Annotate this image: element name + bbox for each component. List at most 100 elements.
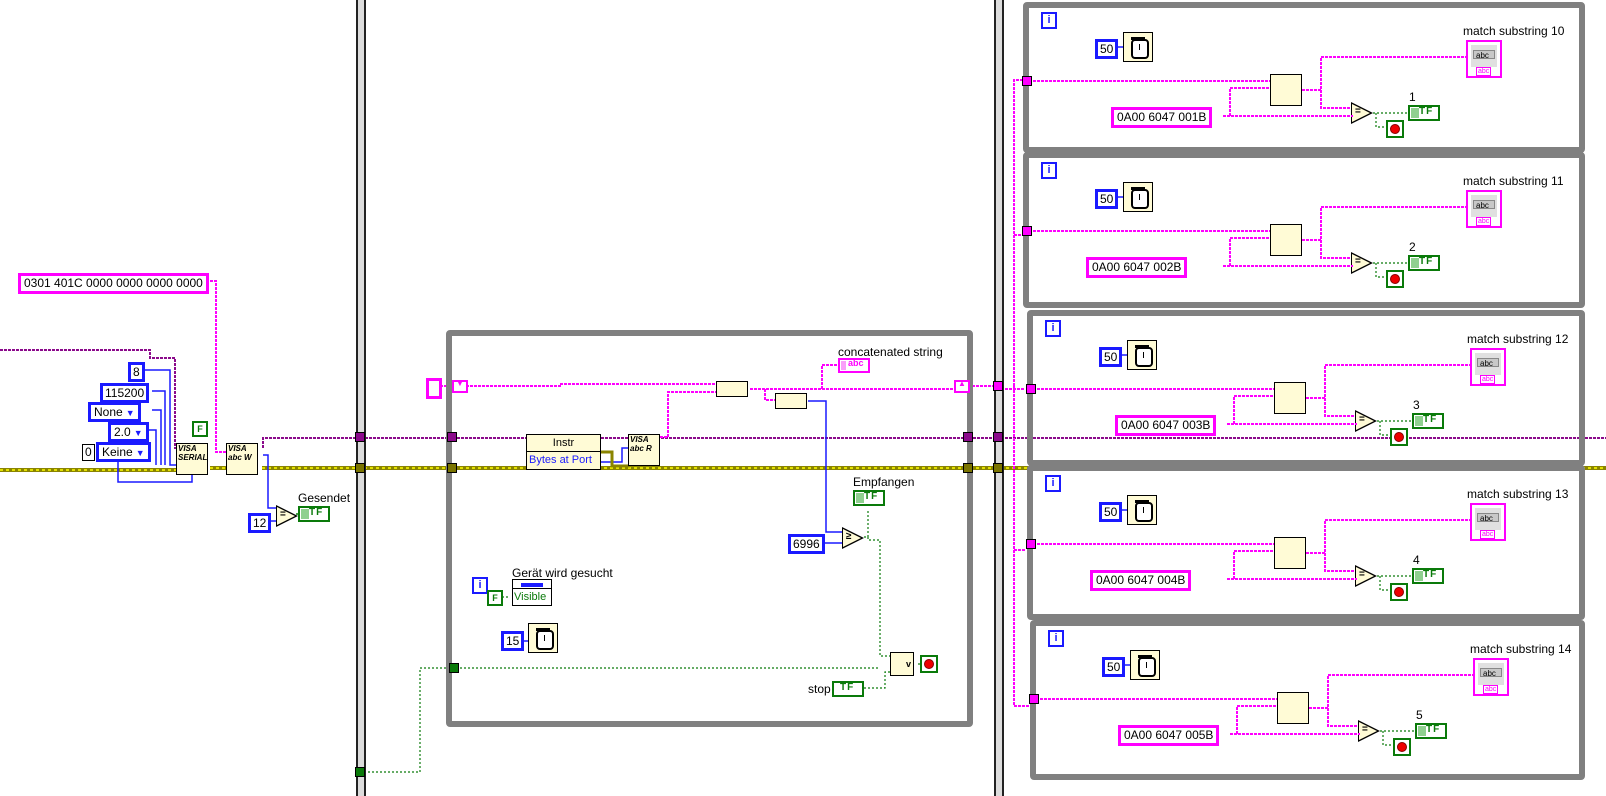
string-tunnel [993, 381, 1003, 391]
match-pattern-constant[interactable]: 0A00 6047 002B [1086, 257, 1188, 278]
loop-stop-terminal[interactable] [1393, 738, 1411, 756]
equal-compare-node[interactable]: = [1351, 252, 1373, 274]
tf-text: TF [864, 491, 879, 502]
property-bytes-at-port[interactable]: Bytes at Port [529, 454, 592, 466]
search-label: Gerät wird gesucht [512, 566, 613, 580]
match-pattern-node[interactable] [1277, 692, 1309, 724]
visa-read-node[interactable]: VISA abc R [628, 434, 660, 466]
equal-op: = [1359, 569, 1365, 580]
wait-50-constant[interactable]: 50 [1099, 347, 1123, 367]
visa-read-label: VISA abc R [630, 435, 652, 453]
chevron-down-icon: ▼ [135, 448, 145, 458]
visa-write-node[interactable]: VISA abc W [226, 443, 258, 475]
match-substring-label: match substring 11 [1463, 174, 1564, 188]
array-type-label: abc [1480, 530, 1496, 539]
visible-property-node[interactable]: Visible [512, 579, 552, 606]
loop-stop-terminal[interactable] [1386, 270, 1404, 288]
match-bool-indicator: TF [1415, 723, 1447, 739]
array-cell: abc [1473, 50, 1495, 60]
match-pattern-node[interactable] [1274, 537, 1306, 569]
numeric-wire [263, 454, 276, 509]
match-substring-label: match substring 10 [1463, 24, 1565, 38]
chevron-down-icon: ▼ [133, 428, 143, 438]
wait-50-constant[interactable]: 50 [1102, 657, 1126, 677]
match-pattern-node[interactable] [1270, 74, 1302, 106]
match-substring-indicator: abc abc [1470, 503, 1506, 541]
received-label: Empfangen [853, 475, 915, 489]
concatenated-string-label: concatenated string [838, 345, 943, 359]
loop-stop-terminal[interactable] [1386, 120, 1404, 138]
array-type-label: abc [1476, 217, 1492, 226]
match-pattern-node[interactable] [1274, 382, 1306, 414]
string-length-node[interactable] [775, 393, 807, 409]
match-pattern-constant[interactable]: 0A00 6047 005B [1118, 725, 1220, 746]
wait-50-constant[interactable]: 50 [1099, 502, 1123, 522]
boolean-tunnel [355, 767, 365, 777]
equal-compare-node[interactable]: = [1351, 102, 1373, 124]
match-pattern-constant[interactable]: 0A00 6047 001B [1111, 107, 1213, 128]
equal-compare-node[interactable]: = [1355, 565, 1377, 587]
wait-ms-node[interactable] [1127, 340, 1157, 370]
indicator-arrow-icon [1418, 726, 1426, 736]
watch-icon [1135, 345, 1153, 367]
shift-register-right: ▲ [954, 379, 970, 393]
equal-op: = [1355, 106, 1361, 117]
visa-label: VISA SERIAL [178, 444, 208, 462]
shift-register-left: ▼ [452, 379, 468, 393]
boolean-tunnel [449, 663, 459, 673]
flow-control-value: Keine [102, 445, 133, 459]
progress-bar-icon [521, 583, 543, 587]
expected-count-constant[interactable]: 12 [248, 513, 272, 533]
or-node[interactable]: v [890, 652, 914, 676]
loop-stop-terminal[interactable] [1390, 428, 1408, 446]
concatenate-strings-node[interactable] [716, 381, 748, 397]
watch-icon [1135, 500, 1153, 522]
property-node[interactable]: Instr Bytes at Port [526, 434, 601, 470]
wait-ms-node[interactable] [1123, 32, 1153, 62]
array-cell: abc [1477, 513, 1499, 523]
indicator-arrow-icon [1415, 416, 1423, 426]
greater-equal-node[interactable]: ≥ [842, 527, 864, 549]
wait-ms-node[interactable] [1130, 650, 1160, 680]
equal-compare-node[interactable]: = [1355, 410, 1377, 432]
stop-bits-enum[interactable]: 2.0▼ [108, 422, 149, 442]
equal-compare-node[interactable]: = [1358, 720, 1380, 742]
wait-ms-node[interactable] [528, 623, 558, 653]
or-op: v [905, 659, 911, 669]
tf-text: TF [1419, 106, 1434, 117]
empty-string-constant[interactable] [426, 378, 442, 399]
match-pattern-node[interactable] [1270, 224, 1302, 256]
visa-configure-serial-node[interactable]: VISA SERIAL [176, 443, 208, 475]
wait-ms-node[interactable] [1123, 182, 1153, 212]
visible-property[interactable]: Visible [514, 591, 547, 603]
array-cell: abc [1480, 668, 1502, 678]
length-threshold-constant[interactable]: 6996 [788, 534, 825, 554]
string-tunnel [1029, 694, 1039, 704]
flow-control-enum[interactable]: Keine▼ [96, 442, 151, 462]
data-bits-constant[interactable]: 8 [128, 362, 145, 382]
wait-15-constant[interactable]: 15 [501, 631, 525, 651]
visible-false-constant[interactable]: F [487, 590, 503, 606]
stop-button-control[interactable]: TF [832, 681, 864, 697]
match-pattern-constant[interactable]: 0A00 6047 004B [1090, 570, 1192, 591]
loop-stop-terminal[interactable] [920, 655, 938, 673]
iteration-terminal: i [472, 577, 488, 594]
indicator-arrow-icon [1411, 258, 1419, 268]
termination-false-constant[interactable]: F [192, 421, 208, 437]
wait-ms-node[interactable] [1127, 495, 1157, 525]
wait-50-constant[interactable]: 50 [1095, 39, 1119, 59]
wait-50-constant[interactable]: 50 [1095, 189, 1119, 209]
match-pattern-constant[interactable]: 0A00 6047 003B [1115, 415, 1217, 436]
string-tunnel [1022, 76, 1032, 86]
tf-text: TF [1423, 569, 1438, 580]
loop-stop-terminal[interactable] [1390, 583, 1408, 601]
concatenated-string-indicator: abc [838, 358, 870, 373]
send-string-constant[interactable]: 0301 401C 0000 0000 0000 0000 [18, 273, 209, 294]
baud-rate-constant[interactable]: 115200 [100, 383, 150, 403]
parity-enum[interactable]: None▼ [88, 402, 141, 422]
indicator-arrow-icon [1415, 571, 1423, 581]
read-while-loop[interactable] [446, 330, 973, 727]
equal-compare-node[interactable]: = [276, 505, 298, 527]
